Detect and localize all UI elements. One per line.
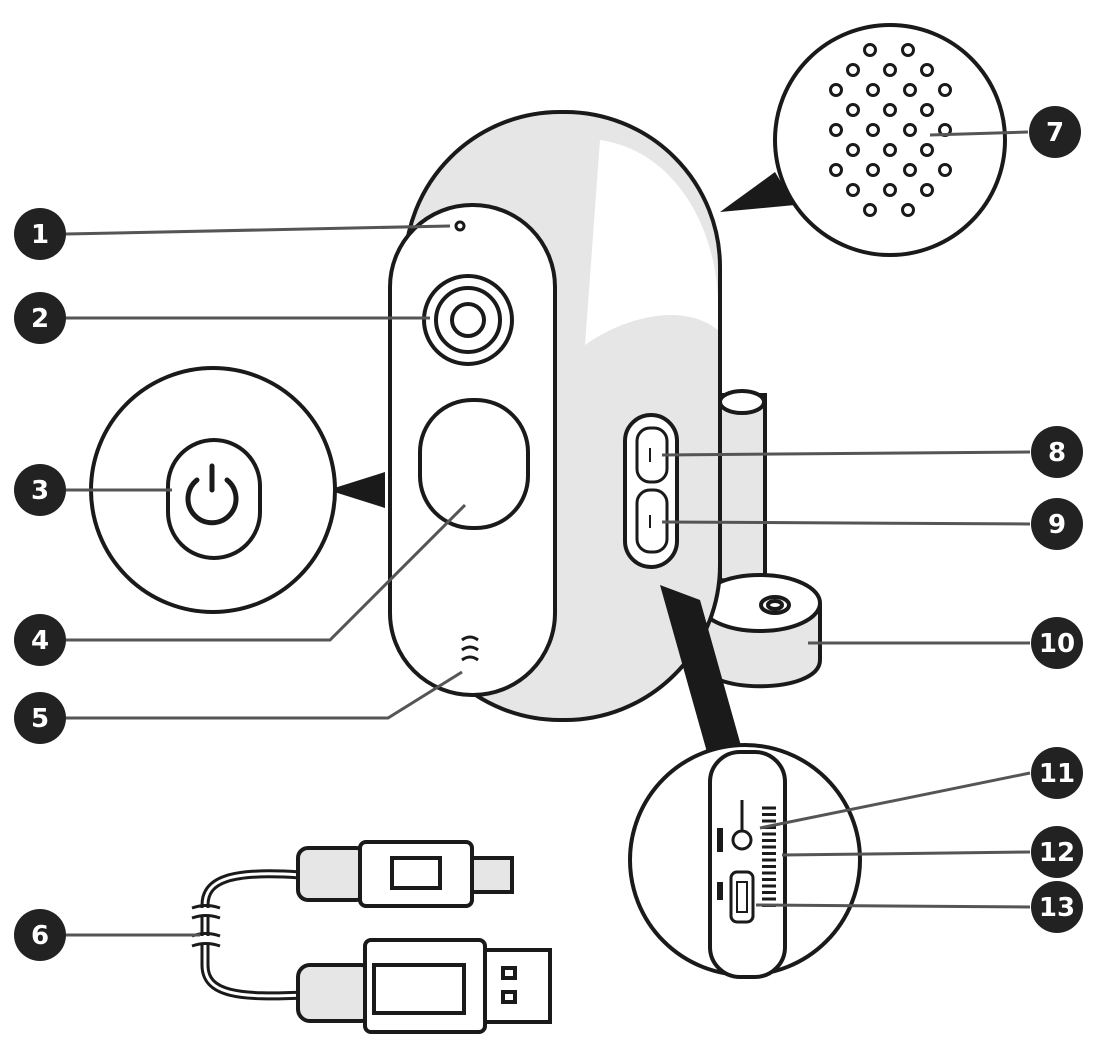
- speaker-hole: [866, 123, 880, 137]
- callout-usb-cable: 6: [14, 909, 66, 961]
- callout-badge: [1029, 106, 1081, 158]
- callout-badge: [14, 909, 66, 961]
- speaker-hole: [883, 143, 897, 157]
- callout-badge: [14, 692, 66, 744]
- callout-badge: [14, 208, 66, 260]
- callout-micro-usb-port: 13: [1031, 881, 1083, 933]
- callout-number: 2: [31, 304, 49, 334]
- speaker-hole: [920, 143, 934, 157]
- usb-cable: [190, 840, 552, 1034]
- callout-microphone: 5: [14, 692, 66, 744]
- speaker-hole: [866, 83, 880, 97]
- callout-badge: [1031, 426, 1083, 478]
- callout-indicator-light: 1: [14, 208, 66, 260]
- callout-badge: [14, 292, 66, 344]
- callout-speaker: 7: [1029, 106, 1081, 158]
- callout-side-button-lower: 9: [1031, 498, 1083, 550]
- port-inset: [628, 585, 862, 979]
- callout-badge: [1031, 826, 1083, 878]
- speaker-hole: [829, 83, 843, 97]
- speaker-hole: [903, 163, 917, 177]
- callout-number: 10: [1039, 629, 1075, 659]
- callout-side-button-upper: 8: [1031, 426, 1083, 478]
- pir-motion-sensor: [418, 398, 530, 530]
- callout-number: 6: [31, 921, 49, 951]
- callout-number: 12: [1039, 838, 1075, 868]
- callout-number: 11: [1039, 759, 1075, 789]
- callout-mount-base: 10: [1031, 617, 1083, 669]
- callout-badge: [1031, 881, 1083, 933]
- callout-number: 9: [1048, 510, 1066, 540]
- speaker-hole: [866, 163, 880, 177]
- power-button: [166, 438, 262, 560]
- speaker-hole: [863, 43, 877, 57]
- speaker-hole: [846, 63, 860, 77]
- callout-power-button: 3: [14, 464, 66, 516]
- indicator-light: [454, 220, 466, 232]
- speaker-hole: [846, 103, 860, 117]
- callout-badge: [14, 614, 66, 666]
- callout-number: 1: [31, 220, 49, 250]
- power-button-inset: [89, 366, 385, 614]
- speaker-hole: [829, 123, 843, 137]
- reset-button: [731, 800, 753, 851]
- callout-micro-sd-card-slot: 12: [1031, 826, 1083, 878]
- mount-stand: [698, 389, 822, 689]
- callout-number: 4: [31, 626, 49, 656]
- speaker-hole: [903, 83, 917, 97]
- camera-lens: [422, 274, 514, 366]
- microphone: [461, 635, 479, 662]
- callout-number: 8: [1048, 438, 1066, 468]
- callout-badge: [14, 464, 66, 516]
- leader-lines: [65, 130, 1031, 937]
- power-icon: [185, 463, 239, 526]
- speaker-hole: [863, 203, 877, 217]
- speaker-hole: [938, 163, 952, 177]
- speaker-hole: [903, 123, 917, 137]
- speaker-hole: [883, 63, 897, 77]
- callout-number: 13: [1039, 893, 1075, 923]
- speaker-hole: [920, 103, 934, 117]
- callout-number: 3: [31, 476, 49, 506]
- speaker-hole: [846, 183, 860, 197]
- speaker-hole: [883, 183, 897, 197]
- callout-badge: [1031, 498, 1083, 550]
- speaker-hole: [938, 83, 952, 97]
- callout-reset-button: 11: [1031, 747, 1083, 799]
- camera-body: [388, 110, 722, 722]
- callout-badge: [1031, 617, 1083, 669]
- speaker-hole: [846, 143, 860, 157]
- callout-camera-lens: 2: [14, 292, 66, 344]
- callout-number: 7: [1046, 118, 1064, 148]
- speaker-hole: [920, 63, 934, 77]
- speaker-hole: [901, 203, 915, 217]
- micro-usb-port: [729, 870, 755, 924]
- speaker-hole: [883, 103, 897, 117]
- speaker-hole: [829, 163, 843, 177]
- callout-number: 5: [31, 704, 49, 734]
- speaker-grille: [829, 43, 952, 217]
- callout-pir-motion-sensor: 4: [14, 614, 66, 666]
- speaker-hole: [920, 183, 934, 197]
- speaker-inset: [720, 23, 1007, 257]
- speaker-hole: [901, 43, 915, 57]
- callout-badge: [1031, 747, 1083, 799]
